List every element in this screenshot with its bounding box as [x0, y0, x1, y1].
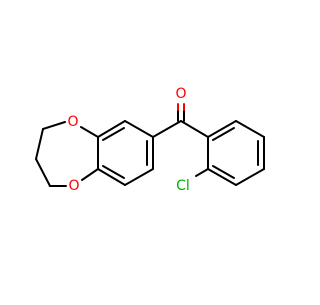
molecule-structure: O O O Cl	[0, 0, 300, 300]
bond-ar2-a	[207, 120, 237, 138]
bond-ring-to-o-upper	[80, 126, 99, 138]
bond-o-upper-to-ch2	[42, 121, 66, 130]
carbonyl-double-bond-red	[177, 103, 185, 111]
bond-o-lower-to-ring	[81, 168, 99, 181]
bond-ar1-d-double	[102, 165, 125, 179]
bond-ar1-f-double	[102, 127, 125, 141]
bond-ar2-b	[235, 120, 265, 138]
bond-ar2-d	[235, 168, 265, 186]
carbonyl-double-bond	[177, 109, 185, 122]
background	[0, 0, 300, 300]
bond-carbonyl-to-benzodioxepine	[152, 120, 182, 138]
bond-ar1-a	[124, 120, 154, 138]
carbonyl-oxygen-label: O	[175, 86, 186, 102]
bond-ch2-ch2-lower	[35, 158, 51, 187]
bond-ch2-ch2	[35, 128, 44, 160]
bond-carbonyl-to-chlorophenyl	[180, 120, 209, 138]
bond-ar2-e-double	[212, 165, 235, 179]
bond-ar1-c	[124, 168, 154, 186]
ring-oxygen-upper-label: O	[67, 114, 78, 130]
bond-c-cl	[195, 168, 209, 177]
bond-ar1-d	[97, 168, 126, 186]
structure-canvas: O O O Cl	[0, 0, 300, 300]
ring-oxygen-lower-label: O	[68, 178, 79, 194]
bond-ar1-f	[97, 120, 126, 138]
bonds	[35, 120, 265, 187]
bond-ar2-a-double	[212, 127, 235, 141]
bond-ar2-e	[207, 168, 237, 186]
chlorine-label: Cl	[176, 178, 190, 194]
